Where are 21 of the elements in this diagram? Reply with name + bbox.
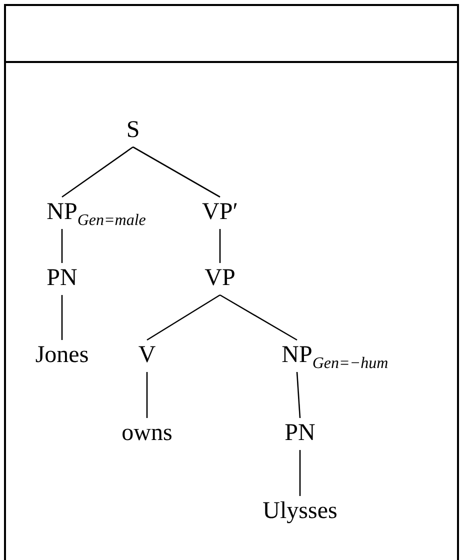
tree-node-label: PN <box>46 265 78 291</box>
tree-node-label: Jones <box>35 342 89 368</box>
tree-node-label: VP′ <box>202 199 238 225</box>
tree-node-label: Ulysses <box>262 498 338 524</box>
tree-node-label: owns <box>122 420 172 446</box>
tree-branch-line <box>61 229 63 263</box>
tree-branch-line <box>61 295 63 340</box>
tree-branch-line <box>220 294 298 341</box>
tree-branch-line <box>132 146 220 198</box>
tree-branch-line <box>219 229 221 263</box>
tree-node-label: V <box>138 342 156 368</box>
tree-branch-line <box>146 294 220 341</box>
tree-branch-line <box>146 372 148 418</box>
tree-node-label: S <box>126 117 140 143</box>
tree-node-label: VP <box>204 265 236 291</box>
tree-branch-line <box>296 372 301 418</box>
tree-node-label: NP$_{Gen=−hum}$ <box>282 342 388 368</box>
tree-node-label: PN <box>284 420 316 446</box>
tree-branch-line <box>62 146 134 198</box>
tree-branch-line <box>299 450 301 496</box>
tree-node-label: NP$_{Gen=male}$ <box>46 199 146 225</box>
